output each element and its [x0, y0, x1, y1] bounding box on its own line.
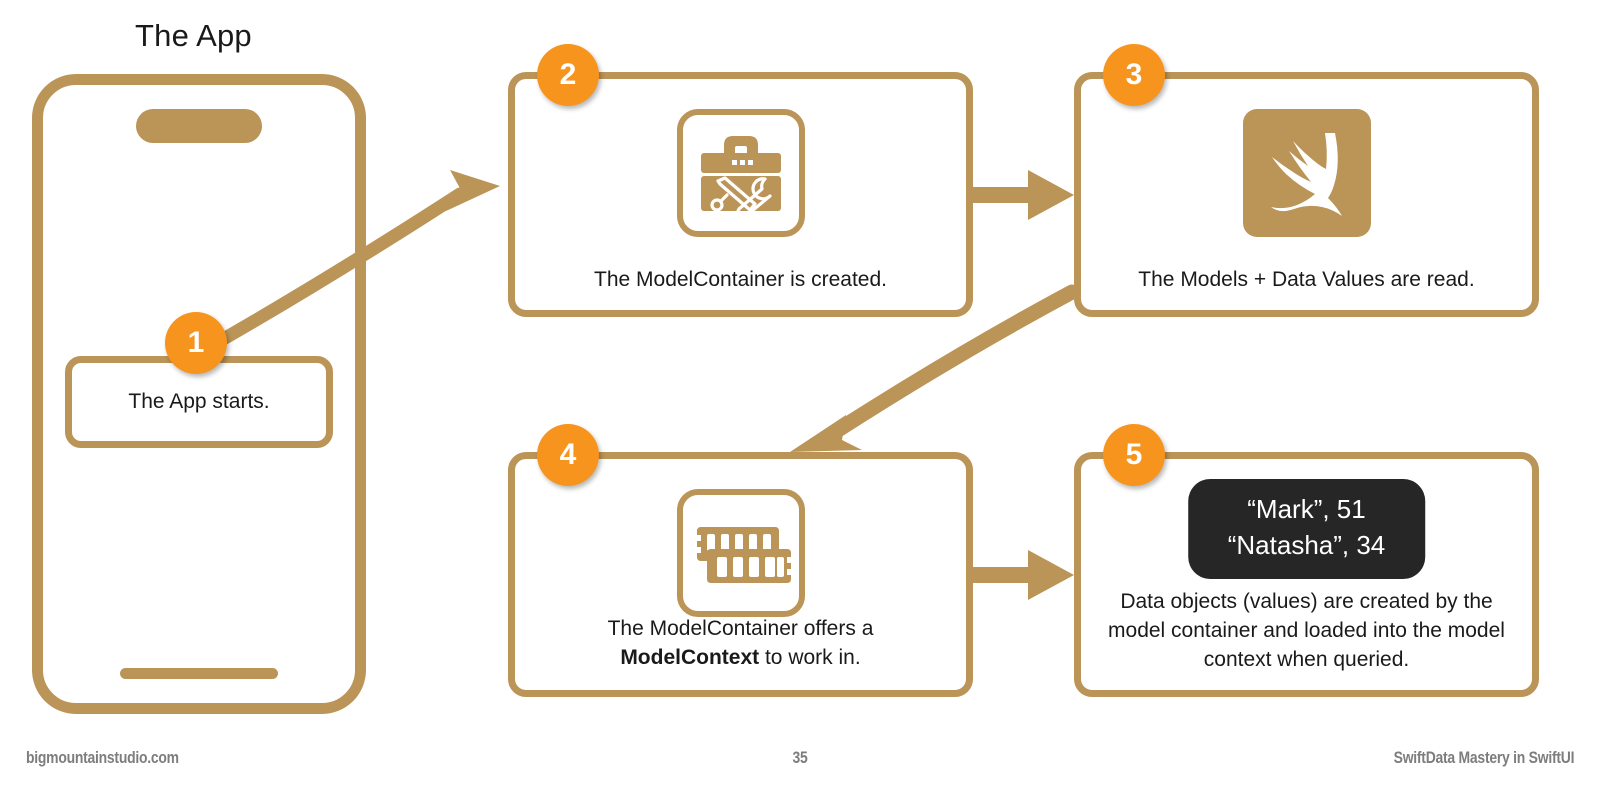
step-4-caption-bold: ModelContext	[620, 646, 760, 669]
step-2-caption: The ModelContainer is created.	[594, 268, 887, 291]
swift-logo-icon	[1242, 109, 1371, 237]
phone-mockup: The App starts.	[32, 74, 366, 714]
arrow-box4-to-box5	[973, 550, 1074, 600]
step-box-3: The Models + Data Values are read.	[1074, 72, 1539, 317]
step-badge-4: 4	[537, 424, 599, 486]
step-badge-2: 2	[537, 44, 599, 106]
step-badge-3: 3	[1103, 44, 1165, 106]
footer-website: bigmountainstudio.com	[26, 748, 179, 767]
toolbox-icon	[676, 109, 805, 237]
phone-notch-icon	[136, 109, 262, 143]
data-chip-line-2: “Natasha”, 34	[1227, 530, 1386, 560]
step-4-caption-rest: to work in.	[759, 646, 861, 669]
step-3-caption: The Models + Data Values are read.	[1138, 268, 1475, 291]
step-4-caption-line1: The ModelContainer offers a	[607, 617, 874, 640]
phone-home-indicator-icon	[120, 668, 278, 679]
step-box-4: The ModelContainer offers a ModelContext…	[508, 452, 973, 697]
page-title: The App	[135, 18, 252, 53]
step-box-5: “Mark”, 51 “Natasha”, 34 Data objects (v…	[1074, 452, 1539, 697]
data-values-chip: “Mark”, 51 “Natasha”, 34	[1187, 479, 1426, 579]
app-starts-label: The App starts.	[128, 390, 270, 413]
step-box-2: The ModelContainer is created.	[508, 72, 973, 317]
memory-chip-icon	[676, 489, 805, 617]
step-badge-5: 5	[1103, 424, 1165, 486]
footer-page-number: 35	[792, 748, 808, 767]
arrow-box2-to-box3	[973, 170, 1074, 220]
footer-book-title: SwiftData Mastery in SwiftUI	[1393, 748, 1574, 767]
step-5-caption: Data objects (values) are created by the…	[1108, 590, 1505, 671]
step-badge-1: 1	[165, 312, 227, 374]
step-4-caption: The ModelContainer offers a ModelContext…	[533, 614, 948, 672]
data-chip-line-1: “Mark”, 51	[1247, 494, 1366, 524]
